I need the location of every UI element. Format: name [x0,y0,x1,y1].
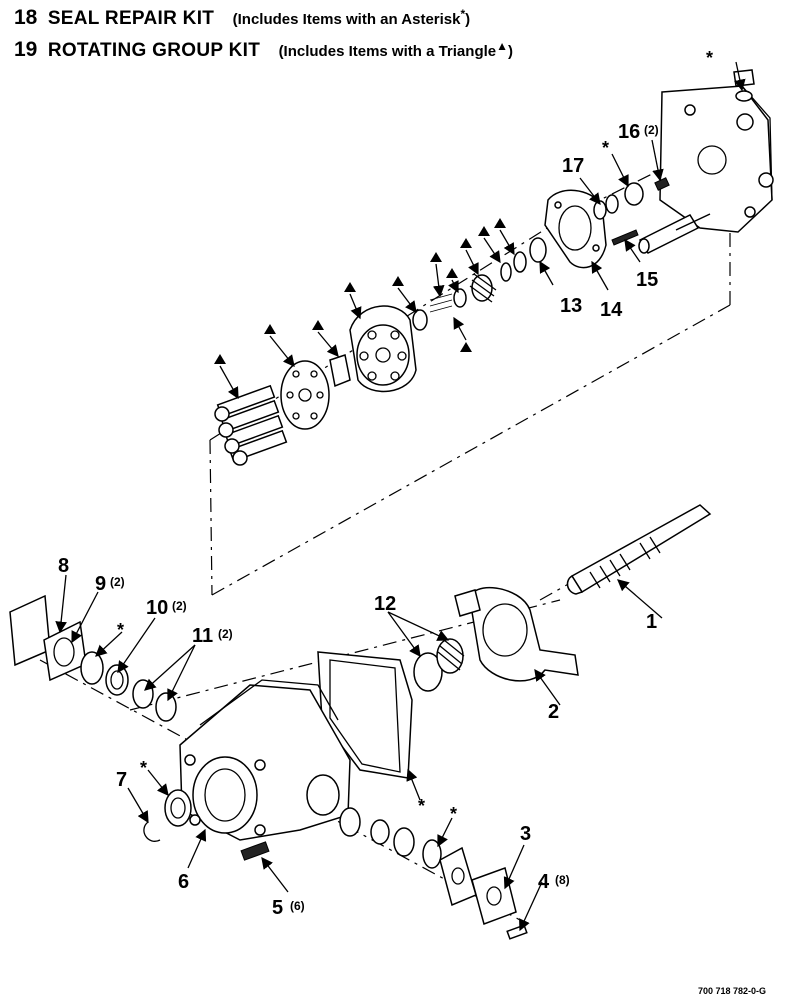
kit-note-text: (Includes Items with an Asterisk [232,11,461,28]
triangle-icon [430,252,442,262]
callout-10: 10 [146,597,168,619]
kit-note: (Includes Items with an Asterisk*) [232,7,471,28]
kit-note-close: ) [508,43,514,60]
kit-note-close: ) [465,11,471,28]
callout-9: 9 [95,573,106,595]
callout-1: 1 [646,611,657,633]
qty-4: (8) [555,873,570,887]
cylinder-barrel [329,305,417,393]
callout-17: 17 [562,155,584,177]
callout-5: 5 [272,897,283,919]
triangle-icon [446,268,458,278]
triangle-icon [214,354,226,364]
tapered-bearing [413,638,465,692]
asterisk-markers: * * * * * * [117,48,713,824]
asterisk-marker: * [418,796,425,816]
callout-16: 16 [618,121,640,143]
callout-7: 7 [116,769,127,791]
retainer-plate [280,360,330,430]
triangle-icon: ▲ [496,39,509,53]
drawing-id: 700 718 782-0-G [698,986,766,996]
asterisk-marker: * [140,758,147,778]
qty-9: (2) [110,575,125,589]
callout-4: 4 [538,871,550,893]
callout-15: 15 [636,269,658,291]
triangle-icon [392,276,404,286]
rotating-group-kit-heading: 19 ROTATING GROUP KIT (Includes Items wi… [14,38,513,62]
leader-lines [55,61,746,932]
callout-8: 8 [58,555,69,577]
asterisk-marker: * [706,48,713,68]
triangle-icon [264,324,276,334]
qty-5: (6) [290,899,305,913]
kit-name: ROTATING GROUP KIT [47,40,261,61]
callout-2: 2 [548,701,559,723]
callout-12: 12 [374,593,396,615]
asterisk-marker: * [450,804,457,824]
triangle-icon [460,342,472,352]
callout-14: 14 [600,299,623,321]
callout-labels: 1 2 3 4 (8) 5 (6) 6 7 8 9 (2) 10 (2) 11 … [58,121,659,919]
kit-note-text: (Includes Items with a Triangle [278,43,497,60]
triangle-icon [478,226,490,236]
callout-6: 6 [178,871,189,893]
piston-assembly [214,384,288,466]
pins-group [611,177,711,254]
upper-rings [412,182,644,331]
triangle-icon [344,282,356,292]
callout-3: 3 [520,823,531,845]
triangle-icon [494,218,506,228]
swashplate [454,586,579,682]
asterisk-marker: * [602,138,609,158]
kit-number: 19 [14,38,38,61]
seal-repair-kit-heading: 18 SEAL REPAIR KIT (Includes Items with … [14,6,470,30]
rear-parts [143,789,528,940]
triangle-icon [460,238,472,248]
qty-16: (2) [644,123,659,137]
end-cover [659,69,774,233]
asterisk-icon: * [460,7,466,21]
main-housing [179,679,351,841]
qty-11: (2) [218,627,233,641]
asterisk-marker: * [117,620,124,640]
kit-name: SEAL REPAIR KIT [47,8,215,29]
kit-number: 18 [14,6,38,29]
port-plate [544,189,607,269]
triangle-icon [312,320,324,330]
qty-10: (2) [172,599,187,613]
callout-13: 13 [560,295,582,317]
triangle-markers [214,218,515,400]
kit-note: (Includes Items with a Triangle▲) [278,39,514,60]
centerlines [39,139,731,921]
drive-shaft [566,504,712,595]
callout-11: 11 [192,625,213,647]
